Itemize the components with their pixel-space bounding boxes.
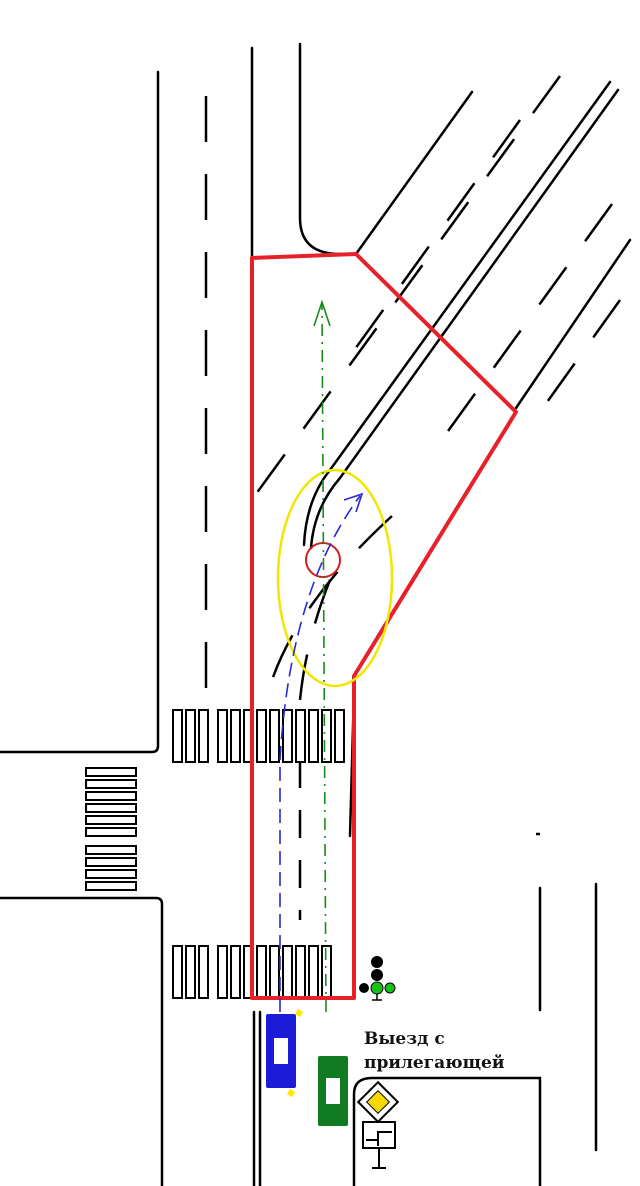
traffic-light-icon: [359, 956, 396, 1001]
right-exit-curb: [352, 1076, 542, 1186]
blue-car-turn-signal-front: [294, 1008, 304, 1018]
green-path-arrowhead: [313, 299, 331, 327]
median-line-right: [298, 42, 342, 256]
lane-markings: [204, 75, 622, 920]
intersection-zone-outline: [250, 252, 518, 1000]
road-layout-plate-icon: [362, 1121, 396, 1169]
diagonal-double-line-b: [309, 88, 620, 550]
crosswalk-left: [85, 767, 137, 891]
diagonal-dash-4: [538, 299, 622, 413]
blue-car-path: [279, 492, 364, 1012]
curve-dash-2: [298, 579, 332, 701]
left-lower-curb: [0, 896, 164, 1186]
green-car: [318, 1056, 348, 1126]
blue-path-arrowhead: [343, 492, 364, 513]
crosswalk-top: [172, 709, 345, 763]
exit-label-line1: Выезд с: [364, 1029, 445, 1049]
diagonal-right-edge: [514, 238, 632, 410]
curve-dash-1: [270, 515, 393, 681]
diagonal-dash-3: [428, 203, 614, 457]
diagonal-outer-edge: [354, 90, 474, 256]
blue-car: [266, 1008, 304, 1098]
priority-road-sign-icon: [356, 1080, 400, 1124]
green-car-path: [313, 299, 331, 1013]
road-edges: [0, 42, 632, 1186]
blue-car-turn-signal-rear: [286, 1088, 296, 1098]
attention-ellipse: [276, 468, 394, 688]
diagonal-dash-2: [348, 119, 522, 357]
exit-label-line2: прилегающей: [364, 1053, 505, 1073]
left-upper-curb: [0, 70, 160, 754]
